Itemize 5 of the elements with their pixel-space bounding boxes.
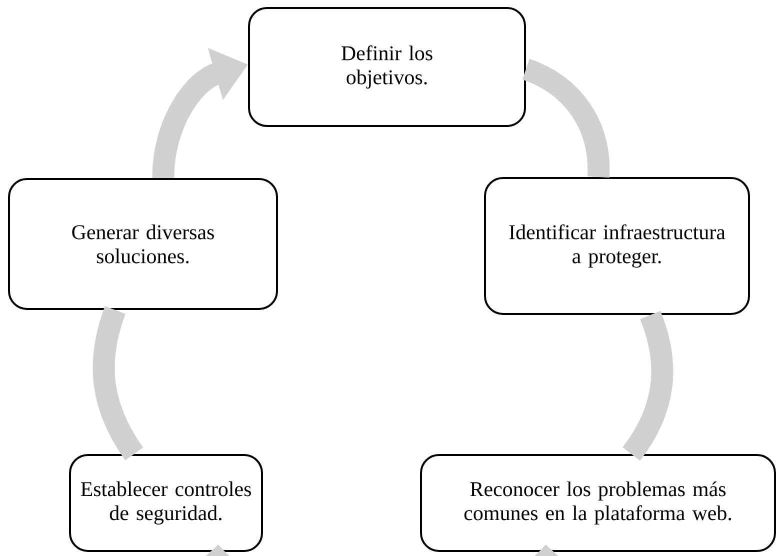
process-box: Generar diversas soluciones. xyxy=(8,178,278,310)
process-box: Reconocer los problemas más comunes en la plataforma web. xyxy=(420,454,776,552)
process-box: Identificar infraestructura a proteger. xyxy=(484,177,750,315)
process-box: Establecer controles de seguridad. xyxy=(69,454,263,552)
process-box: Definir los objetivos. xyxy=(248,7,526,127)
